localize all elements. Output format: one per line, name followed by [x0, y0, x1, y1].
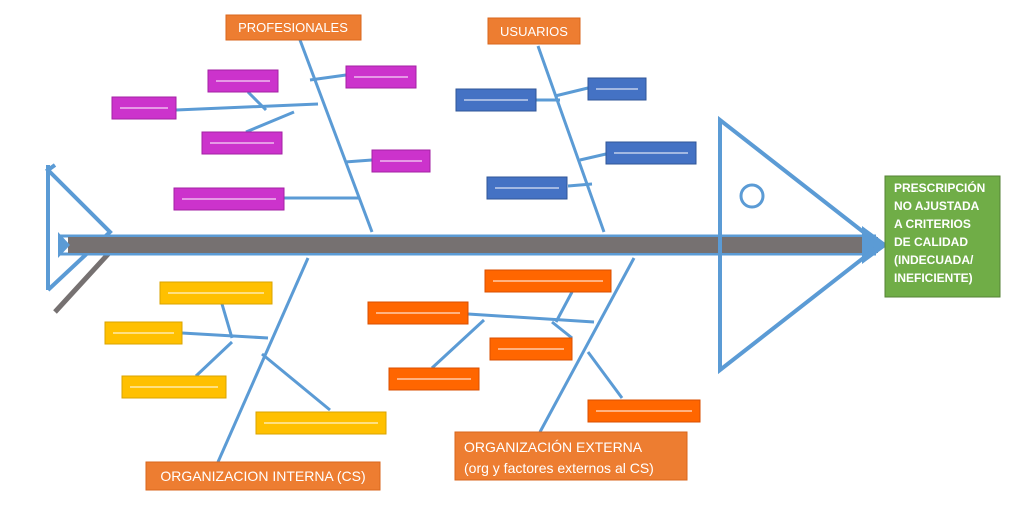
category-organizacion-externa-label: ORGANIZACIÓN EXTERNA	[464, 439, 643, 455]
effect-line: (INDECUADA/	[894, 253, 974, 267]
cause-box	[173, 187, 285, 211]
cause-box	[201, 131, 283, 155]
category-profesionales: PROFESIONALES	[225, 14, 362, 41]
category-organizacion-externa: ORGANIZACIÓN EXTERNA (org y factores ext…	[454, 431, 688, 481]
category-usuarios-label: USUARIOS	[500, 24, 568, 39]
category-profesionales-label: PROFESIONALES	[238, 20, 348, 35]
cause-box	[605, 141, 697, 165]
cause-box	[489, 337, 573, 361]
cause-box	[484, 269, 612, 293]
effect-line: NO AJUSTADA	[894, 199, 980, 213]
fish-tail	[44, 163, 113, 314]
cause-box	[255, 411, 387, 435]
cause-box	[486, 176, 568, 200]
cause-box	[367, 301, 469, 325]
cause-box	[345, 65, 417, 89]
cause-box	[121, 375, 227, 399]
effect-line: A CRITERIOS	[894, 217, 971, 231]
category-organizacion-interna-label: ORGANIZACION INTERNA (CS)	[160, 468, 365, 484]
cause-box	[104, 321, 183, 345]
cause-box	[455, 88, 537, 112]
cause-box	[111, 96, 177, 120]
cause-box	[388, 367, 480, 391]
cause-box	[587, 399, 701, 423]
category-organizacion-externa-sublabel: (org y factores externos al CS)	[464, 460, 654, 476]
fish-head	[718, 115, 884, 375]
cause-box	[371, 149, 431, 173]
effect-line: INEFICIENTE)	[894, 271, 973, 285]
externa-cause-boxes	[367, 269, 701, 423]
fish-eye	[739, 183, 765, 209]
category-usuarios: USUARIOS	[487, 17, 581, 45]
cause-box	[207, 69, 279, 93]
effect-line: DE CALIDAD	[894, 235, 968, 249]
interna-cause-boxes	[104, 281, 387, 435]
profesionales-cause-boxes	[111, 65, 431, 211]
spine	[58, 226, 888, 264]
bones	[175, 39, 636, 463]
category-organizacion-interna: ORGANIZACION INTERNA (CS)	[145, 461, 381, 491]
cause-box	[159, 281, 273, 305]
usuarios-cause-boxes	[455, 77, 697, 200]
effect-line: PRESCRIPCIÓN	[894, 180, 985, 195]
cause-box	[587, 77, 647, 101]
effect-box: PRESCRIPCIÓN NO AJUSTADA A CRITERIOS DE …	[884, 175, 1001, 298]
